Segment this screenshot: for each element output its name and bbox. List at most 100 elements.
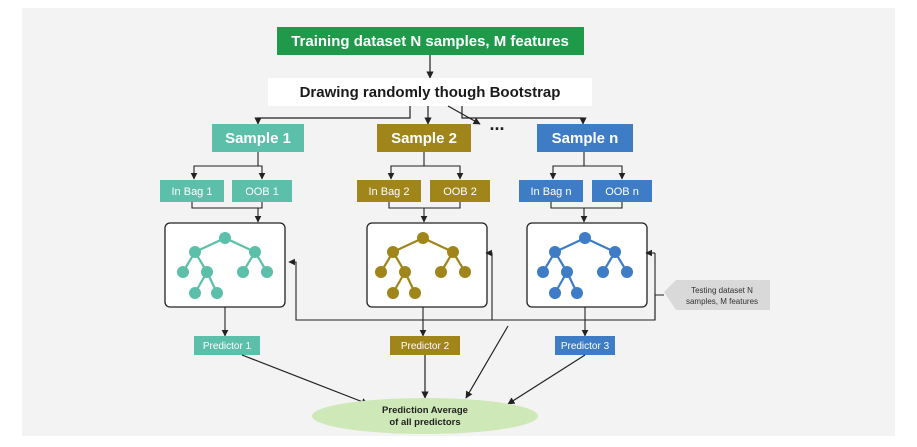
- sample-split-arrows: [190, 152, 266, 180]
- in-bag-label: In Bag 2: [369, 186, 410, 198]
- split-arrow-oob: [584, 165, 626, 180]
- converge-inbag: [550, 202, 584, 209]
- tree-node: [621, 266, 633, 278]
- sample-column-1: Sample 1 In Bag 1 OOB 1 Predictor 1: [160, 124, 304, 355]
- split-arrow-oob: [258, 165, 266, 180]
- training-dataset-box: [277, 27, 584, 55]
- in-bag-box: [160, 180, 224, 202]
- testing-dataset-line1: Testing dataset N: [691, 286, 753, 295]
- split-arrow-inbag: [387, 165, 424, 180]
- converge-oob: [258, 202, 263, 209]
- sample-label: Sample 2: [391, 130, 457, 147]
- ellipsis-label: ...: [489, 114, 504, 134]
- sample-label: Sample n: [552, 130, 619, 147]
- predictor-label: Predictor 2: [401, 341, 450, 352]
- tree-node: [597, 266, 609, 278]
- tree-node: [447, 246, 459, 258]
- converge-arrows: [388, 202, 461, 223]
- tree-node: [561, 266, 573, 278]
- tree-node: [211, 287, 223, 299]
- tree-node: [387, 246, 399, 258]
- tree-node: [609, 246, 621, 258]
- tree-node: [387, 287, 399, 299]
- decision-tree: [177, 232, 273, 299]
- decision-tree: [375, 232, 471, 299]
- in-bag-box: [519, 180, 583, 202]
- testing-feed-2-arrow: [485, 249, 493, 320]
- split-arrow-inbag: [190, 165, 258, 180]
- sample-label: Sample 1: [225, 130, 291, 147]
- sample-split-arrows: [549, 152, 626, 180]
- tree-node: [571, 287, 583, 299]
- tree-node: [189, 287, 201, 299]
- sample-column-2: Sample 2 In Bag 2 OOB 2 Predictor 2: [357, 124, 490, 355]
- sample-column-3: Sample n In Bag n OOB n Predictor 3: [519, 124, 652, 355]
- in-bag-label: In Bag 1: [172, 186, 213, 198]
- tree-node: [459, 266, 471, 278]
- sample-box: [537, 124, 633, 152]
- bootstrap-box: [268, 78, 592, 106]
- prediction-average-line1: Prediction Average: [382, 405, 468, 416]
- tree-node: [537, 266, 549, 278]
- oob-box: [232, 180, 292, 202]
- tree-node: [549, 246, 561, 258]
- oob-box: [592, 180, 652, 202]
- tree-node: [201, 266, 213, 278]
- tree-node: [375, 266, 387, 278]
- tree-node: [219, 232, 231, 244]
- tree-node: [435, 266, 447, 278]
- sample-box: [212, 124, 304, 152]
- tree-node: [417, 232, 429, 244]
- testing-feed-lines: [288, 249, 664, 321]
- predictor-label: Predictor 3: [561, 341, 610, 352]
- tree-node: [409, 287, 421, 299]
- in-bag-box: [357, 180, 421, 202]
- training-dataset-label: Training dataset N samples, M features: [291, 33, 569, 50]
- bootstrap-arrow-dots: [447, 105, 481, 125]
- result-arrows: [241, 325, 586, 406]
- testing-feed-1-arrow: [288, 258, 504, 321]
- decision-tree: [537, 232, 633, 299]
- tree-node: [399, 266, 411, 278]
- tree-node: [237, 266, 249, 278]
- in-bag-label: In Bag n: [531, 186, 572, 198]
- tree-node: [189, 246, 201, 258]
- bootstrap-arrow-n: [461, 106, 587, 125]
- tree-node: [549, 287, 561, 299]
- decision-tree-box: [526, 222, 648, 308]
- tree-node: [579, 232, 591, 244]
- predictor-box: [194, 336, 260, 355]
- result-arrow-3: [507, 354, 586, 405]
- testing-dataset-line2: samples, M features: [686, 297, 758, 306]
- prediction-average-ellipse: [312, 398, 538, 434]
- sample-columns: Sample 1 In Bag 1 OOB 1 Predictor 1 Sample 2…: [160, 124, 652, 355]
- prediction-average-line2: of all predictors: [389, 417, 460, 428]
- tree-node: [261, 266, 273, 278]
- predictor-box: [390, 336, 460, 355]
- split-arrow-inbag: [549, 165, 584, 180]
- split-arrow-oob: [424, 165, 464, 180]
- bootstrap-label: Drawing randomly though Bootstrap: [300, 84, 561, 101]
- converge-arrows: [191, 202, 263, 223]
- converge-oob: [584, 202, 623, 209]
- tree-node: [249, 246, 261, 258]
- oob-label: OOB 1: [245, 186, 279, 198]
- oob-label: OOB n: [605, 186, 639, 198]
- oob-box: [430, 180, 490, 202]
- sample-split-arrows: [387, 152, 464, 180]
- converge-inbag: [388, 202, 424, 209]
- predictor-box: [555, 336, 615, 355]
- converge-arrows: [550, 202, 623, 223]
- oob-label: OOB 2: [443, 186, 477, 198]
- testing-dataset-tag: [664, 280, 770, 310]
- result-arrow-1: [241, 354, 369, 406]
- predictor-label: Predictor 1: [203, 341, 252, 352]
- sample-box: [377, 124, 471, 152]
- tree-node: [177, 266, 189, 278]
- diagram-background: [22, 8, 895, 436]
- converge-oob: [424, 202, 461, 209]
- converge-inbag: [191, 202, 258, 209]
- bootstrap-arrows: [254, 105, 587, 125]
